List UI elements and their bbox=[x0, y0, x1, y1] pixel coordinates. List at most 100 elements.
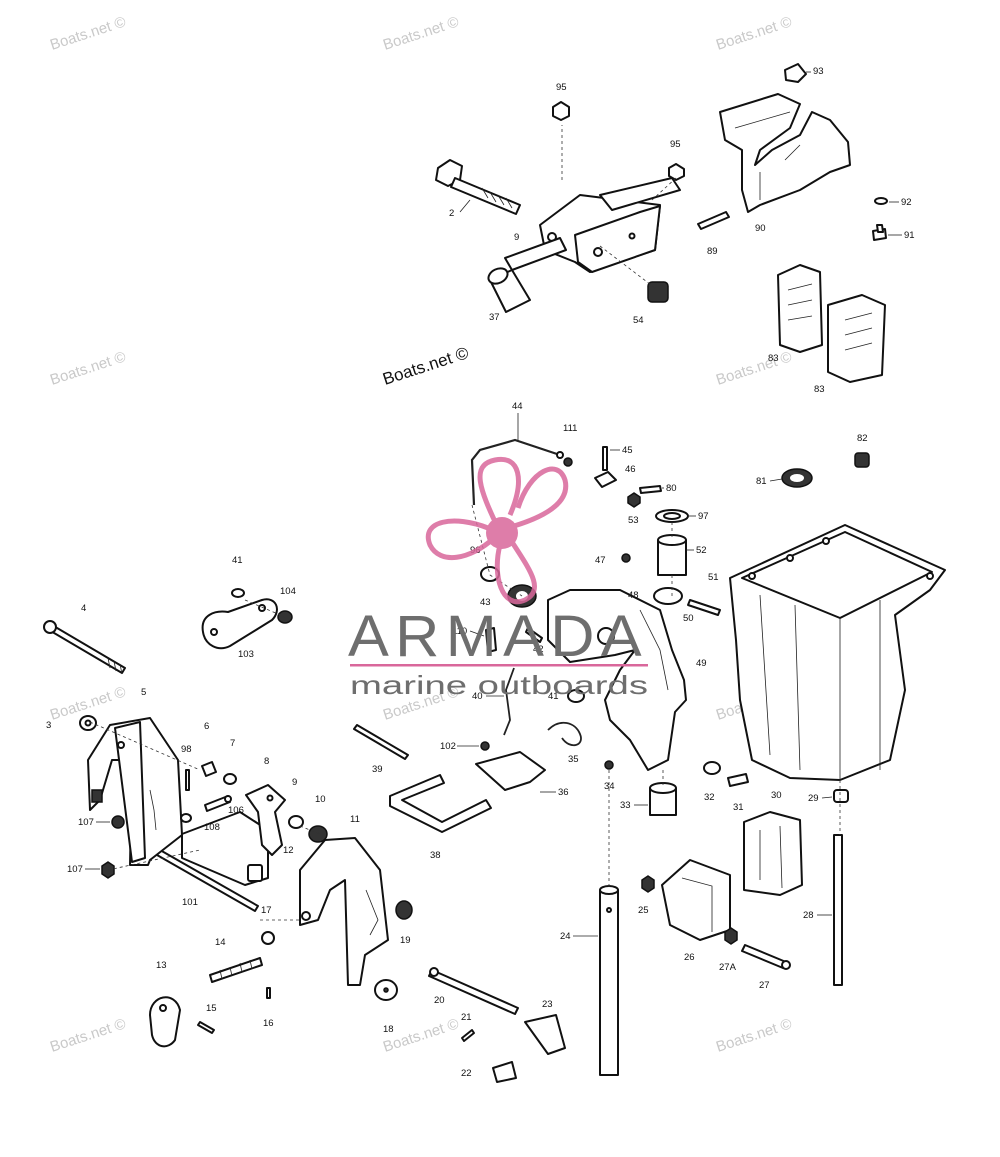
nut-107-upper bbox=[111, 815, 125, 829]
washer-92 bbox=[874, 197, 888, 205]
bolt-27 bbox=[741, 944, 791, 970]
washer-41-left bbox=[231, 588, 245, 598]
callout-label: 19 bbox=[400, 935, 411, 946]
plate-36 bbox=[475, 751, 546, 791]
mount-30 bbox=[743, 811, 803, 896]
clamp-bracket-11 bbox=[299, 837, 389, 986]
watermark: Boats.net © bbox=[381, 1015, 461, 1055]
callout-label: 31 bbox=[733, 802, 744, 813]
watermark: Boats.net © bbox=[48, 13, 128, 53]
watermark: Boats.net © bbox=[381, 13, 461, 53]
callout-label: 48 bbox=[628, 590, 639, 601]
screw-91 bbox=[872, 224, 887, 241]
washer-7 bbox=[223, 773, 237, 785]
callout-label: 9 bbox=[514, 232, 519, 243]
callout-label: 9 bbox=[292, 777, 297, 788]
callout-label: 26 bbox=[684, 952, 695, 963]
lever-8 bbox=[245, 784, 286, 856]
clip-23 bbox=[524, 1014, 566, 1055]
callout-label: 21 bbox=[461, 1012, 472, 1023]
callout-label: 45 bbox=[622, 445, 633, 456]
callout-label: 20 bbox=[434, 995, 445, 1006]
pin-15 bbox=[197, 1021, 215, 1034]
callout-label: 18 bbox=[383, 1024, 394, 1035]
callout-label: 43 bbox=[480, 597, 491, 608]
brand-divider bbox=[350, 664, 648, 667]
callout-label: 101 bbox=[182, 897, 198, 908]
nut-25 bbox=[641, 875, 655, 893]
callout-label: 104 bbox=[280, 586, 296, 597]
bolt-4 bbox=[43, 620, 126, 675]
callout-label: 44 bbox=[512, 401, 523, 412]
callout-label: 93 bbox=[813, 66, 824, 77]
knob-10 bbox=[308, 825, 328, 843]
screw-80 bbox=[639, 485, 662, 494]
callout-label: 80 bbox=[666, 483, 677, 494]
plate-103 bbox=[201, 598, 278, 650]
callout-label: 24 bbox=[560, 931, 571, 942]
callout-label: 52 bbox=[696, 545, 707, 556]
rod-39 bbox=[353, 724, 409, 760]
callout-label: 42 bbox=[533, 644, 544, 655]
bushing-37 bbox=[487, 267, 531, 313]
callout-label: 106 bbox=[228, 805, 244, 816]
nut-102 bbox=[480, 741, 490, 751]
callout-label: 102 bbox=[440, 741, 456, 752]
callout-label: 83 bbox=[814, 384, 825, 395]
tube-24 bbox=[599, 885, 619, 1076]
watermark: Boats.net © bbox=[714, 13, 794, 53]
nut-95-lower bbox=[668, 163, 685, 181]
pin-16 bbox=[266, 987, 271, 999]
nut-53 bbox=[627, 492, 641, 508]
nut-17 bbox=[261, 931, 275, 945]
screw-50 bbox=[687, 599, 721, 616]
nut-111 bbox=[563, 457, 573, 467]
bolt-part-2 bbox=[435, 159, 521, 215]
callout-label: 53 bbox=[628, 515, 639, 526]
callout-label: 17 bbox=[261, 905, 272, 916]
callout-label: 83 bbox=[768, 353, 779, 364]
pad-18 bbox=[374, 979, 398, 1001]
pad-83-right bbox=[827, 294, 886, 383]
callout-label: 14 bbox=[215, 937, 226, 948]
callout-label: 32 bbox=[704, 792, 715, 803]
tube-28 bbox=[833, 834, 843, 986]
bushing-97 bbox=[655, 509, 689, 523]
swivel-housing-90 bbox=[719, 63, 851, 213]
spring-34 bbox=[604, 760, 614, 770]
callout-label: 82 bbox=[857, 433, 868, 444]
callout-label: 8 bbox=[264, 756, 269, 767]
brand-name: ARMADA bbox=[348, 604, 648, 669]
callout-label: 91 bbox=[904, 230, 915, 241]
callout-label: 37 bbox=[489, 312, 500, 323]
screw-6 bbox=[201, 761, 217, 777]
callout-label: 90 bbox=[755, 223, 766, 234]
callout-label: 34 bbox=[604, 781, 615, 792]
clip-47 bbox=[621, 553, 631, 563]
callout-label: 38 bbox=[430, 850, 441, 861]
callout-label: 107 bbox=[67, 864, 83, 875]
pin-42 bbox=[525, 627, 543, 643]
callout-label: 29 bbox=[808, 793, 819, 804]
pin-21 bbox=[461, 1029, 475, 1042]
callout-label: 16 bbox=[263, 1018, 274, 1029]
screw-14 bbox=[209, 957, 263, 983]
nut-27A bbox=[724, 927, 738, 945]
armada-logo: ARMADA marine outboards bbox=[348, 456, 648, 700]
callout-label: 2 bbox=[449, 208, 454, 219]
grommet-29 bbox=[833, 789, 849, 803]
callouts: 2 3 4 5 6 7 8 9 9 10 11 12 13 14 15 16 1… bbox=[46, 66, 915, 1079]
parts bbox=[43, 63, 946, 1083]
watermark: Boats.net © bbox=[714, 1015, 794, 1055]
watermark: Boats.net © bbox=[48, 348, 128, 388]
rod-20 bbox=[428, 967, 519, 1015]
clamp-bracket-5 bbox=[87, 717, 183, 866]
callout-label: 25 bbox=[638, 905, 649, 916]
nut-95-upper bbox=[552, 101, 570, 121]
propeller-icon bbox=[425, 456, 569, 605]
callout-label: 15 bbox=[206, 1003, 217, 1014]
callout-label: 89 bbox=[707, 246, 718, 257]
washer-3 bbox=[79, 715, 97, 731]
shift-rod-44 bbox=[470, 438, 564, 506]
bushing-52 bbox=[657, 534, 687, 576]
